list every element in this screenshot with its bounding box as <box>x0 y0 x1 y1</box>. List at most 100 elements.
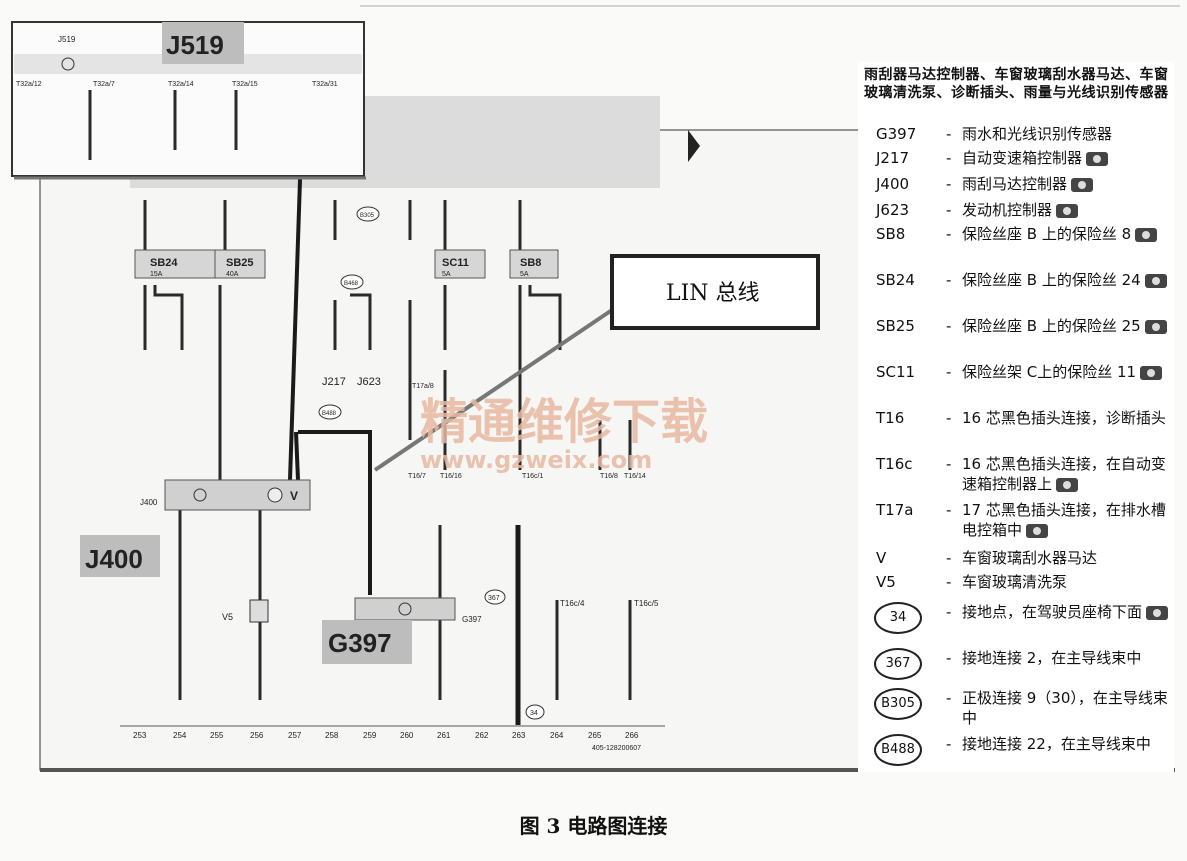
svg-text:T32a/14: T32a/14 <box>168 81 194 88</box>
legend-code: T16c <box>876 455 913 473</box>
legend-dash: - <box>946 549 952 567</box>
legend-dash: - <box>946 271 952 289</box>
triangle-arrow-icon <box>688 130 700 162</box>
legend-ground-item: B305-正极连接 9（30），在主导线束中 <box>858 688 1174 728</box>
camera-icon <box>1056 477 1079 492</box>
watermark-title: 精通维修下载 <box>420 394 708 450</box>
legend-dash: - <box>946 175 952 193</box>
j400-small-label: J400 <box>140 498 158 507</box>
connector-t17a8: T17a/8 <box>412 383 434 390</box>
legend-desc: 雨刮马达控制器 <box>962 174 1170 194</box>
legend-ground-item: 367-接地连接 2，在主导线束中 <box>858 648 1174 688</box>
legend-desc: 保险丝座 B 上的保险丝 24 <box>962 270 1170 290</box>
legend-code: SB25 <box>876 317 915 335</box>
legend-circle: 367 <box>874 648 922 680</box>
svg-text:265: 265 <box>588 731 602 740</box>
v5-label: V5 <box>222 612 233 622</box>
j400-module <box>164 479 311 511</box>
legend-dash: - <box>946 735 952 753</box>
legend-desc: 保险丝座 B 上的保险丝 8 <box>962 224 1170 244</box>
ground-b305-label: B305 <box>360 213 375 219</box>
g397-label-box <box>322 620 412 664</box>
legend-code: J400 <box>876 175 910 193</box>
svg-text:259: 259 <box>363 731 377 740</box>
legend-desc: 保险丝座 B 上的保险丝 25 <box>962 316 1170 336</box>
legend-dash: - <box>946 201 952 219</box>
connector-t16c-5: T16c/5 <box>634 599 659 608</box>
svg-text:254: 254 <box>173 731 187 740</box>
legend-desc: 保险丝架 C上的保险丝 11 <box>962 362 1170 382</box>
legend-ground-item: 34-接地点，在驾驶员座椅下面 <box>858 602 1174 642</box>
legend-dash: - <box>946 149 952 167</box>
camera-icon <box>1144 273 1167 288</box>
legend-dash: - <box>946 409 952 427</box>
legend-desc: 16 芯黑色插头连接，诊断插头 <box>962 409 1166 427</box>
legend-dash: - <box>946 689 952 707</box>
legend-dash: - <box>946 455 952 473</box>
ground-b468-label: B468 <box>344 281 359 287</box>
connector-t16-16: T16/16 <box>440 473 462 480</box>
lin-bus-callout <box>610 254 820 330</box>
connector-t16-8: T16/8 <box>600 473 618 480</box>
legend-desc: 车窗玻璃清洗泵 <box>962 573 1068 591</box>
legend-dash: - <box>946 225 952 243</box>
fuse-sb24 <box>134 249 216 279</box>
ground-34 <box>525 704 545 720</box>
j519-wires <box>88 90 238 160</box>
legend-desc: 正极连接 9（30），在主导线束中 <box>962 689 1168 727</box>
legend-dash: - <box>946 573 952 591</box>
v5-pump <box>249 599 269 623</box>
j519-symbol <box>61 57 75 71</box>
legend-ground-item: B488-接地连接 22，在主导线束中 <box>858 734 1174 774</box>
fuse-sb8 <box>509 249 559 279</box>
svg-text:258: 258 <box>325 731 339 740</box>
camera-icon <box>1071 177 1094 192</box>
svg-text:263: 263 <box>512 731 526 740</box>
fuse-sb25-label: SB25 <box>226 257 254 269</box>
fuse-sb25-amp: 40A <box>226 271 239 278</box>
legend-code: T16 <box>876 409 905 427</box>
legend-circle: B488 <box>874 734 922 766</box>
camera-icon <box>1144 319 1167 334</box>
legend-code: G397 <box>876 125 917 143</box>
connector-t16c-4: T16c/4 <box>560 599 585 608</box>
legend-desc: 17 芯黑色插头连接，在排水槽电控箱中 <box>962 501 1166 539</box>
legend-code: J217 <box>876 149 910 167</box>
legend-dash: - <box>946 317 952 335</box>
fuse-sb8-label: SB8 <box>520 257 541 269</box>
svg-text:264: 264 <box>550 731 564 740</box>
svg-text:T32a/31: T32a/31 <box>312 81 338 88</box>
legend-code: J623 <box>876 201 910 219</box>
legend-code: SB24 <box>876 271 915 289</box>
svg-text:T32a/15: T32a/15 <box>232 81 258 88</box>
wires-mid <box>143 285 632 480</box>
svg-text:255: 255 <box>210 731 224 740</box>
fuse-group: SB24 15A SB25 40A SC11 5A SB8 5A <box>134 249 559 279</box>
svg-text:260: 260 <box>400 731 414 740</box>
svg-text:253: 253 <box>133 731 147 740</box>
camera-icon <box>1140 365 1163 380</box>
camera-icon <box>1135 227 1158 242</box>
j217-label: J217 <box>322 376 346 388</box>
lin-pointer-line <box>373 308 614 472</box>
g397-small-label: G397 <box>462 615 482 624</box>
legend-dash: - <box>946 501 952 519</box>
legend-panel: 雨刮器马达控制器、车窗玻璃刮水器马达、车窗玻璃清洗泵、诊断插头、雨量与光线识别传… <box>858 62 1174 772</box>
fuse-sb8-amp: 5A <box>520 271 529 278</box>
column-numbers: 253 254 255 256 257 258 259 260 261 262 … <box>133 731 639 740</box>
camera-icon <box>1086 151 1109 166</box>
camera-icon <box>1026 523 1049 538</box>
connector-t16-14: T16/14 <box>624 473 646 480</box>
ground-34-label: 34 <box>530 710 538 717</box>
ground-b488 <box>318 404 342 420</box>
legend-dash: - <box>946 603 952 621</box>
ground-circles <box>318 206 545 720</box>
legend-code: T17a <box>876 501 914 519</box>
legend-desc: 雨水和光线识别传感器 <box>962 125 1113 143</box>
svg-text:262: 262 <box>475 731 489 740</box>
fuse-sb24-amp: 15A <box>150 271 163 278</box>
ground-b488-label: B488 <box>322 411 337 417</box>
fuse-sc11 <box>434 249 486 279</box>
legend-desc: 车窗玻璃刮水器马达 <box>962 549 1098 567</box>
connector-labels: T17a/8 T16/7 T16/16 T16c/1 T16/8 T16/14 … <box>408 383 659 608</box>
